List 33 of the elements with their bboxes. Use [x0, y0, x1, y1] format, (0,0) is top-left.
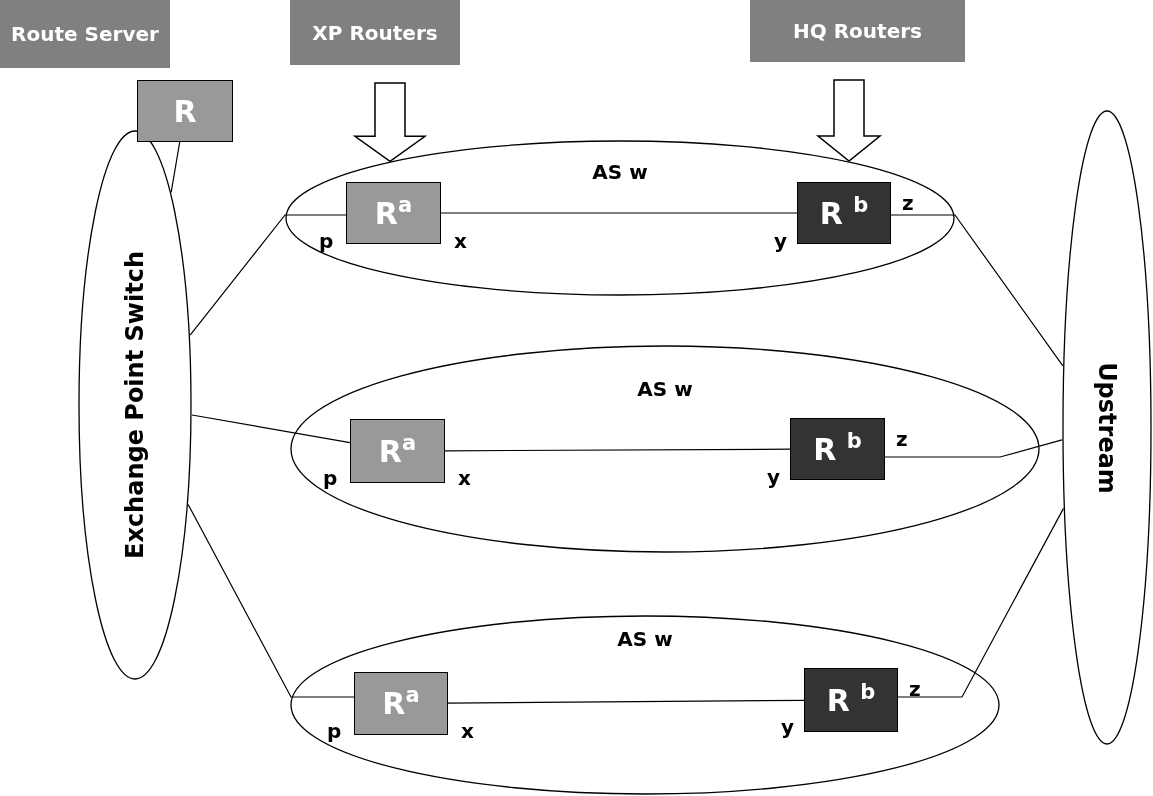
vertical-label: Upstream: [1093, 361, 1121, 494]
vertical-label: Exchange Point Switch: [121, 251, 149, 559]
group-heading-label: Route Server: [0, 0, 170, 68]
port-label: y: [774, 229, 788, 253]
port-label: x: [458, 466, 471, 490]
port-label: z: [896, 427, 908, 451]
as-label: AS w: [592, 160, 648, 184]
link-line: [187, 503, 355, 698]
link-line: [191, 414, 351, 444]
block-arrow: [352, 82, 428, 163]
port-label: z: [909, 677, 921, 701]
link-line: [170, 141, 181, 193]
link-line: [444, 448, 791, 452]
port-label: p: [319, 229, 334, 253]
as-label: AS w: [617, 627, 673, 651]
port-label: y: [767, 465, 781, 489]
block-arrow: [815, 79, 883, 163]
as-label: AS w: [637, 377, 693, 401]
link-line: [447, 699, 805, 704]
port-label: z: [902, 191, 914, 215]
port-label: x: [454, 229, 467, 253]
link-line: [440, 212, 798, 214]
link-line: [884, 439, 1063, 458]
group-heading-label: HQ Routers: [750, 0, 965, 62]
group-heading-label: XP Routers: [290, 0, 460, 65]
port-label: p: [327, 719, 342, 743]
port-label: p: [323, 466, 338, 490]
port-label: x: [461, 719, 474, 743]
router-box: R: [137, 80, 233, 142]
link-line: [897, 507, 1065, 698]
port-label: y: [781, 715, 795, 739]
link-line: [189, 214, 347, 336]
link-line: [890, 214, 1064, 367]
